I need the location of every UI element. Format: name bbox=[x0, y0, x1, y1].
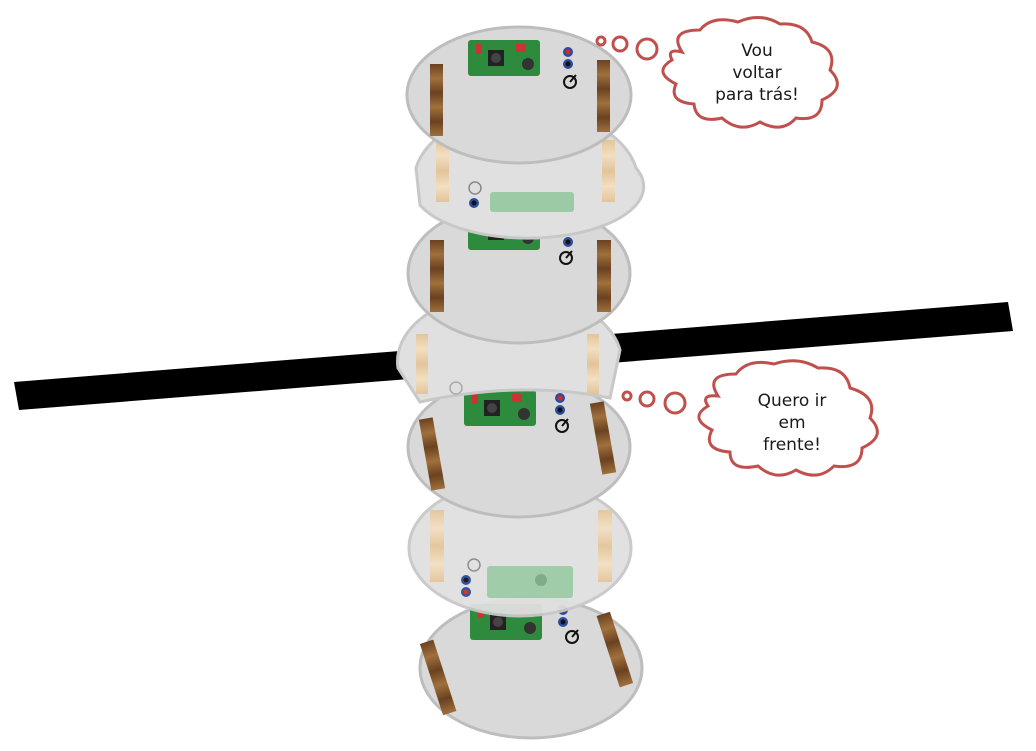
wheel-left bbox=[418, 417, 446, 491]
circuit-board bbox=[468, 40, 540, 76]
wheel-left bbox=[430, 240, 444, 312]
robot-1 bbox=[405, 25, 633, 165]
wheel-right bbox=[596, 611, 634, 688]
wheel-left bbox=[419, 639, 457, 716]
wheel-right bbox=[602, 140, 615, 202]
wheel-right bbox=[589, 401, 617, 475]
thought-text-2: Quero ir em frente! bbox=[727, 390, 857, 456]
wheel-right bbox=[597, 60, 610, 132]
sensor-icon bbox=[468, 181, 482, 195]
thought-2-line-2: em bbox=[778, 413, 806, 433]
sensor-icon bbox=[467, 558, 481, 572]
sensor-icon bbox=[555, 419, 569, 433]
thought-bubble-2 bbox=[621, 359, 879, 477]
sensor-icon bbox=[565, 630, 579, 644]
circuit-board bbox=[464, 390, 536, 426]
sensor-icon bbox=[559, 251, 573, 265]
sensor-icon bbox=[449, 381, 463, 395]
circuit-board bbox=[490, 192, 574, 212]
circuit-board bbox=[487, 566, 573, 598]
wheel-left bbox=[430, 64, 443, 136]
robot-7 bbox=[418, 596, 644, 740]
wheel-left bbox=[436, 140, 449, 202]
wheel-right bbox=[597, 240, 611, 312]
thought-2-line-3: frente! bbox=[763, 435, 821, 455]
thought-bubble-1 bbox=[595, 16, 839, 129]
wheel-right bbox=[598, 510, 612, 582]
wheel-left bbox=[416, 334, 428, 394]
thought-2-line-1: Quero ir bbox=[757, 391, 827, 411]
thought-text-1: Vou voltar para trás! bbox=[692, 40, 822, 106]
wheel-right bbox=[587, 334, 599, 394]
thought-1-line-2: voltar bbox=[732, 63, 782, 83]
sensor-icon bbox=[563, 75, 577, 89]
wheel-left bbox=[430, 510, 444, 582]
thought-1-line-1: Vou bbox=[741, 41, 773, 61]
thought-1-line-3: para trás! bbox=[715, 85, 799, 105]
